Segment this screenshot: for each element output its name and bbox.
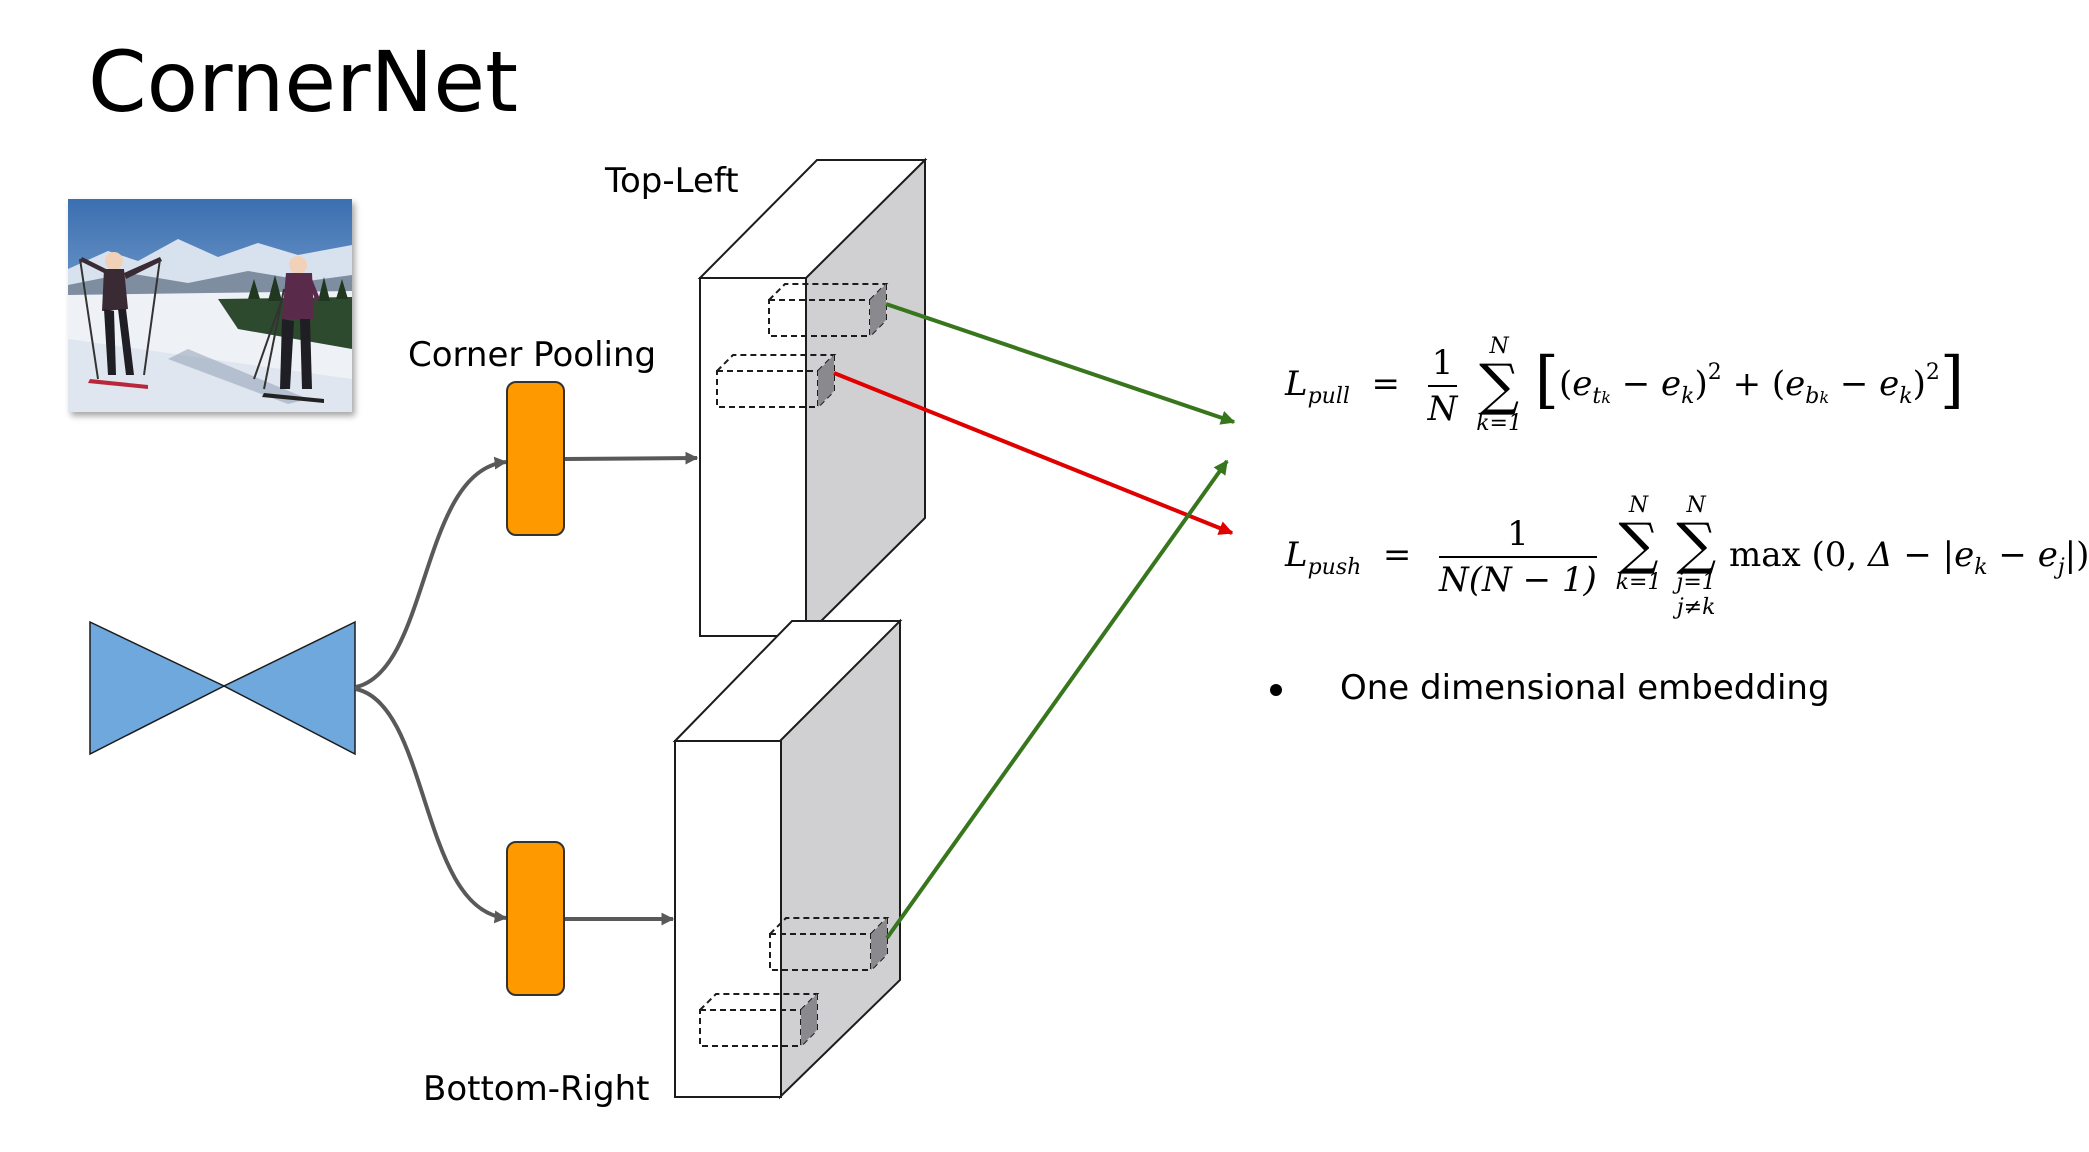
equation-pull-loss: Lpull = 1 N N ∑ k=1 [(etk − ek)2 + (ebk … [1285, 334, 1965, 437]
connector-to-top-pooling [355, 456, 508, 689]
eq-push-lhs: L [1285, 534, 1308, 575]
eq-push-sum-k: N ∑ k=1 [1615, 493, 1662, 596]
corner-pooling-top [506, 381, 565, 536]
heatmap-volume-top-left [697, 157, 928, 639]
connector-to-bottom-pooling [355, 687, 508, 924]
eq-pull-frac: 1 N [1427, 342, 1458, 429]
arrow-pull-top [885, 302, 1236, 425]
photo-skiers [68, 199, 352, 412]
bullet-dot [1270, 683, 1282, 696]
heatmap-volume-bottom-right [672, 618, 903, 1100]
eq-push-sum-j: N ∑ j=1 j≠k [1676, 493, 1717, 620]
label-top-left: Top-Left [605, 161, 739, 201]
eq-pull-body: (etk − ek)2 + (ebk − ek)2 [1558, 359, 1940, 409]
eq-push-frac: 1 N(N − 1) [1439, 513, 1597, 600]
bullet-list: One dimensional embedding [1270, 668, 1830, 708]
input-photo [68, 199, 352, 412]
eq-push-body: max (0, Δ − |ek − ej|) [1728, 534, 2089, 580]
bullet-item: One dimensional embedding [1340, 668, 1830, 708]
eq-pull-lhs: L [1285, 363, 1308, 404]
equation-push-loss: Lpush = 1 N(N − 1) N ∑ k=1 N ∑ j=1 j≠k m… [1285, 493, 2089, 620]
hourglass-network-icon [89, 620, 356, 756]
eq-push-lhs-sub: push [1307, 554, 1362, 580]
arrow-pull-bottom [885, 459, 1229, 940]
eq-pull-lhs-sub: pull [1307, 383, 1350, 409]
arrow-push [833, 371, 1234, 535]
label-bottom-right: Bottom-Right [423, 1069, 650, 1109]
corner-pooling-bottom [506, 841, 565, 996]
slide-title: CornerNet [88, 33, 519, 131]
connector-pool-top-to-volume [564, 451, 699, 465]
eq-pull-sum: N ∑ k=1 [1476, 334, 1522, 437]
label-corner-pooling: Corner Pooling [408, 335, 657, 375]
